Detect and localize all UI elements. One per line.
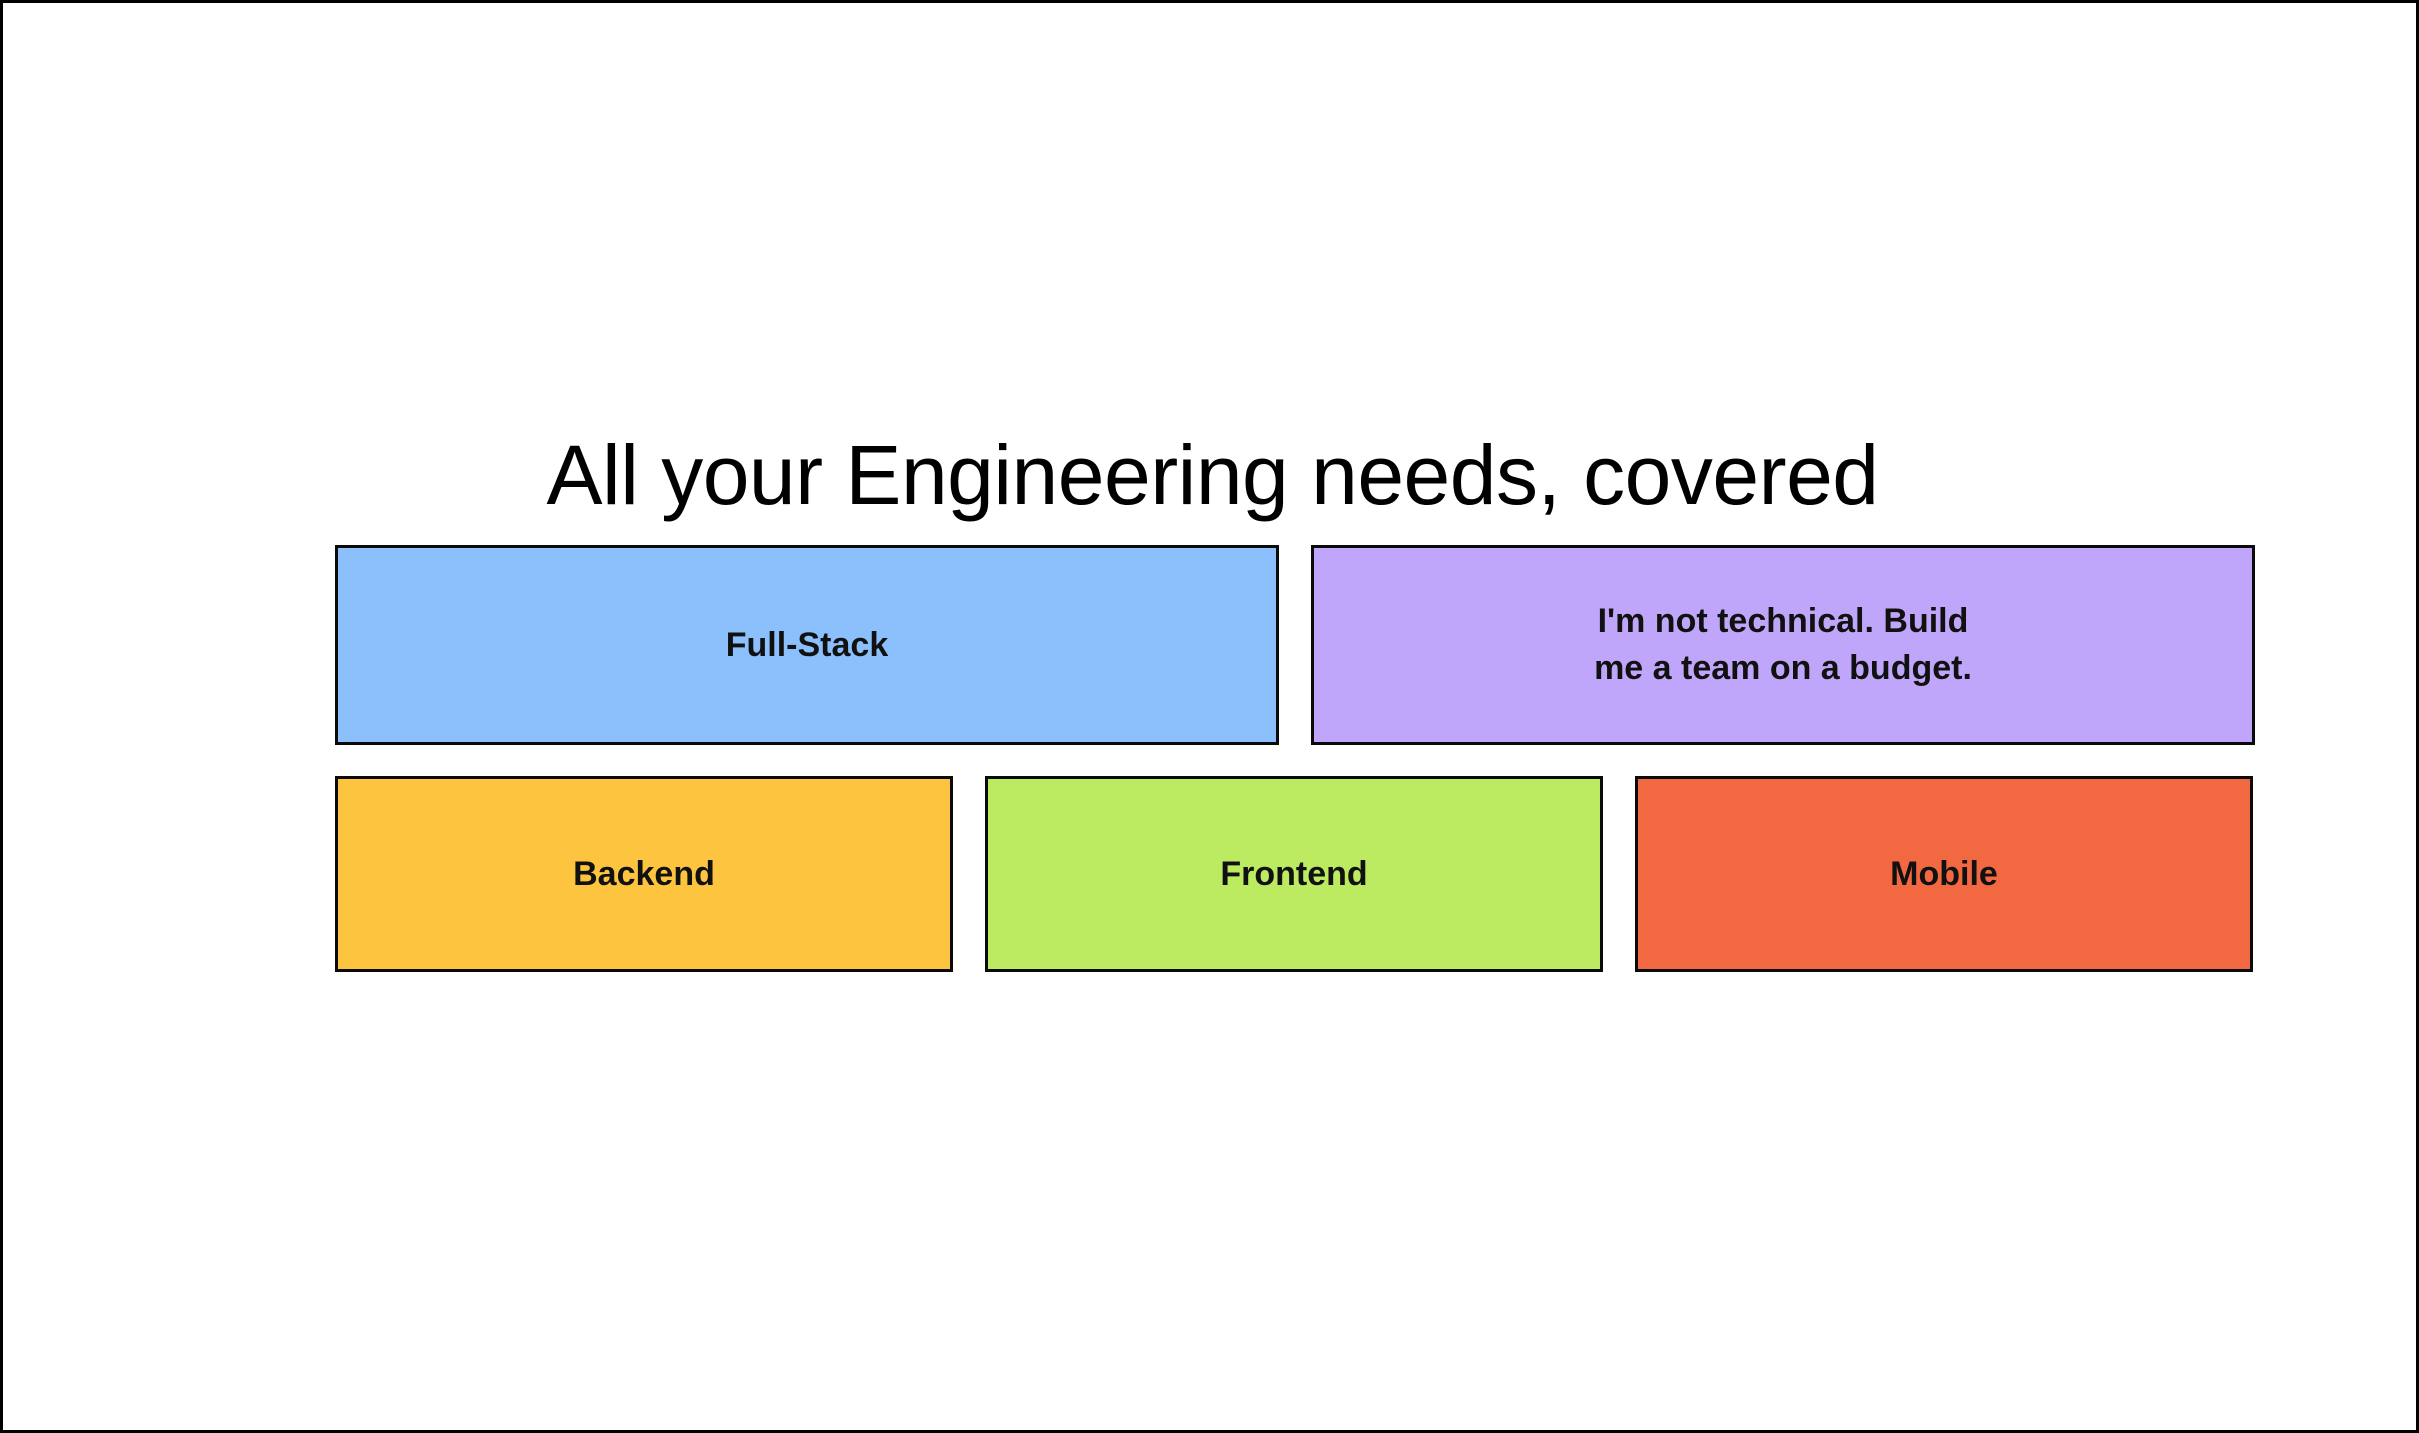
option-row-top: Full-Stack I'm not technical. Build me a…: [335, 545, 2255, 745]
option-card-non-technical-line2: me a team on a budget.: [1594, 649, 1972, 687]
option-card-non-technical[interactable]: I'm not technical. Build me a team on a …: [1311, 545, 2255, 745]
option-card-frontend[interactable]: Frontend: [985, 776, 1603, 972]
option-card-backend-label: Backend: [573, 854, 715, 893]
option-card-grid: Full-Stack I'm not technical. Build me a…: [335, 545, 2255, 972]
page-title: All your Engineering needs, covered: [546, 428, 1880, 523]
option-card-full-stack[interactable]: Full-Stack: [335, 545, 1279, 745]
option-card-non-technical-line1: I'm not technical. Build: [1597, 602, 1969, 641]
option-card-backend[interactable]: Backend: [335, 776, 953, 972]
option-card-non-technical-label: I'm not technical. Build me a team on a …: [1594, 598, 1972, 692]
option-card-frontend-label: Frontend: [1220, 854, 1368, 893]
option-row-bottom: Backend Frontend Mobile: [335, 776, 2255, 972]
option-card-mobile[interactable]: Mobile: [1635, 776, 2253, 972]
option-card-full-stack-label: Full-Stack: [725, 625, 889, 664]
option-card-mobile-label: Mobile: [1890, 854, 1998, 893]
